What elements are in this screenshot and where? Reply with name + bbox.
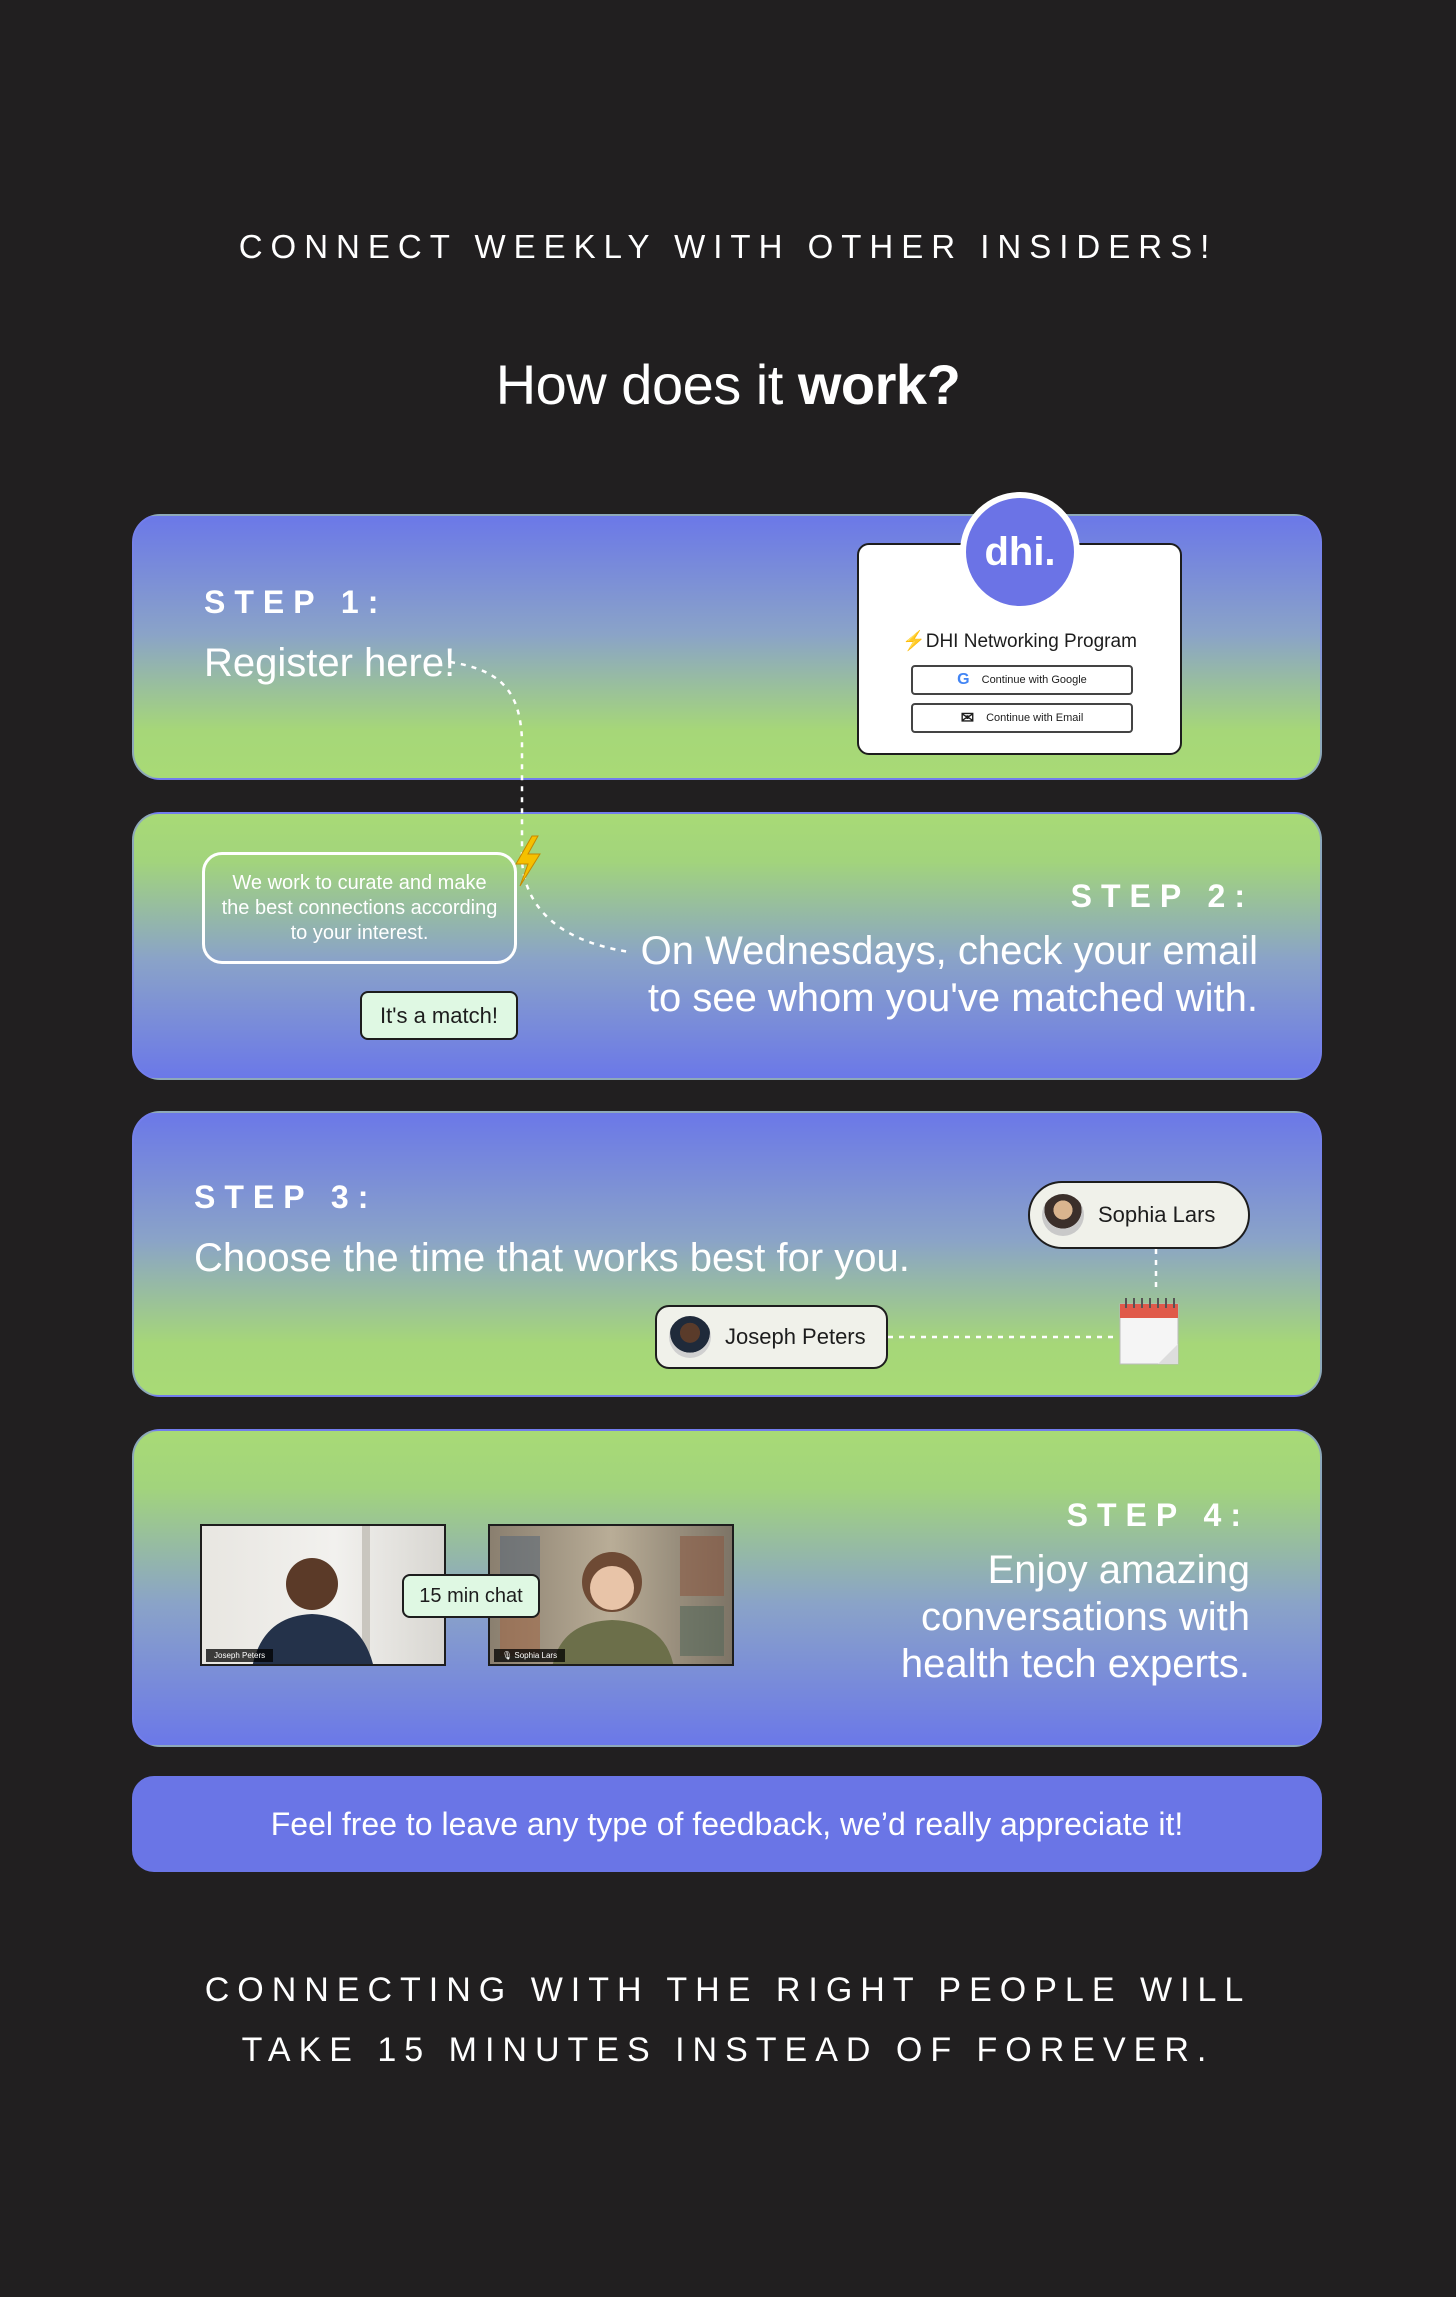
avatar <box>1042 1194 1084 1236</box>
step1-label: STEP 1: <box>204 584 388 620</box>
google-button-label: Continue with Google <box>981 674 1087 686</box>
participant-name: Joseph Peters <box>206 1649 274 1662</box>
participant-name: 🎙 Sophia Lars <box>494 1649 566 1662</box>
person-pill-joseph: Joseph Peters <box>655 1305 888 1369</box>
curation-bubble: We work to curate and make the best conn… <box>202 852 517 964</box>
step2-text: On Wednesdays, check your email to see w… <box>641 928 1258 1022</box>
person-video-image <box>252 1526 373 1664</box>
step2-text-line1: On Wednesdays, check your email <box>640 929 1258 973</box>
step4-text-line3: health tech experts. <box>900 1642 1250 1686</box>
eyebrow-title: CONNECT WEEKLY WITH OTHER INSIDERS! <box>238 228 1218 265</box>
mic-icon: 🎙 <box>502 1651 515 1660</box>
footer-tagline: CONNECTING WITH THE RIGHT PEOPLE WILL TA… <box>0 1960 1456 2080</box>
calendar-icon <box>1119 1298 1179 1365</box>
continue-email-button[interactable]: ✉ Continue with Email <box>911 703 1133 733</box>
step4-text: Enjoy amazing conversations with health … <box>901 1547 1250 1688</box>
step4-text-line2: conversations with <box>920 1595 1250 1639</box>
headline-bold: work? <box>797 353 961 416</box>
step3-label: STEP 3: <box>194 1179 378 1215</box>
step2-text-line2: to see whom you've matched with. <box>647 976 1258 1020</box>
avatar <box>669 1316 711 1358</box>
step2-label: STEP 2: <box>1070 878 1254 914</box>
step1-text[interactable]: Register here! <box>204 641 456 685</box>
step4-text-line1: Enjoy amazing <box>987 1548 1250 1592</box>
match-badge: It's a match! <box>360 991 518 1040</box>
chat-duration-badge: 15 min chat <box>402 1574 540 1618</box>
feedback-banner[interactable]: Feel free to leave any type of feedback,… <box>132 1776 1322 1872</box>
person-name: Joseph Peters <box>725 1324 866 1349</box>
dhi-logo: dhi. <box>960 492 1080 612</box>
step2-card: STEP 2: On Wednesdays, check your email … <box>132 812 1322 1080</box>
continue-google-button[interactable]: G Continue with Google <box>911 665 1133 695</box>
person-pill-sophia: Sophia Lars <box>1028 1181 1250 1249</box>
email-button-label: Continue with Email <box>986 712 1084 724</box>
headline-regular: How does it <box>495 353 798 416</box>
mail-icon: ✉ <box>960 710 975 727</box>
program-title: ⚡DHI Networking Program <box>902 631 1137 652</box>
page-title: How does it work? <box>0 352 1456 417</box>
schedule-connector <box>888 1249 1158 1339</box>
step4-label: STEP 4: <box>1066 1497 1250 1533</box>
google-icon: G <box>957 671 970 688</box>
step3-text: Choose the time that works best for you. <box>194 1236 910 1280</box>
footer-line2: TAKE 15 MINUTES INSTEAD OF FOREVER. <box>241 2031 1215 2069</box>
person-name: Sophia Lars <box>1098 1202 1216 1227</box>
lightning-icon <box>515 835 541 887</box>
dotted-connector <box>449 660 631 954</box>
video-tile-joseph: Joseph Peters <box>200 1524 446 1666</box>
footer-line1: CONNECTING WITH THE RIGHT PEOPLE WILL <box>204 1971 1252 2009</box>
